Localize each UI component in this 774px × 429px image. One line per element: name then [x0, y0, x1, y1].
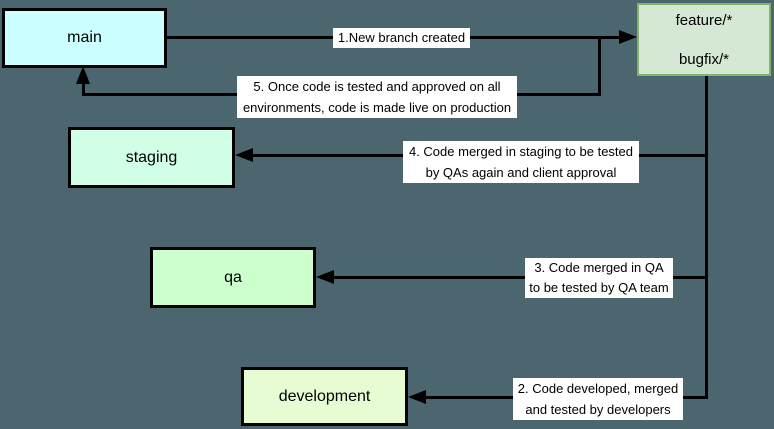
arrowhead-to-main-icon [76, 66, 90, 84]
node-feature-label-line2: bugfix/* [678, 51, 730, 68]
edge-label-staging-merge-line1: 4. Code merged in staging to be tested [408, 144, 634, 159]
node-development: development [241, 367, 408, 426]
node-development-label: development [278, 387, 371, 405]
arrowhead-to-qa-icon [316, 270, 334, 284]
edge-label-staging-merge-line2: by QAs again and client approval [425, 165, 617, 180]
arrowhead-to-feature-icon [619, 30, 637, 44]
edge-qa-merge-line [330, 276, 708, 279]
edge-label-qa-merge-line1: 3. Code merged in QA [534, 260, 664, 275]
edge-label-production: 5. Once code is tested and approved on a… [237, 76, 517, 118]
node-feature-label-line1: feature/* [675, 12, 733, 29]
node-main-label: main [67, 29, 102, 46]
edge-label-new-branch-text: 1.New branch created [337, 30, 466, 45]
edge-label-production-line1: 5. Once code is tested and approved on a… [253, 79, 501, 94]
edge-spine-line [705, 75, 708, 399]
edge-label-develop-line1: 2. Code developed, merged [517, 381, 679, 396]
edge-production-line-stub [82, 82, 85, 96]
node-staging: staging [68, 127, 235, 188]
edge-label-new-branch: 1.New branch created [333, 28, 470, 48]
edge-label-staging-merge: 4. Code merged in staging to be tested b… [403, 141, 639, 183]
node-main: main [2, 8, 167, 68]
edge-label-qa-merge: 3. Code merged in QA to be tested by QA … [525, 258, 673, 298]
edge-production-line-vertical [598, 36, 601, 96]
edge-label-production-line2: environments, code is made live on produ… [242, 100, 512, 115]
edge-label-develop: 2. Code developed, merged and tested by … [513, 378, 683, 420]
arrowhead-to-staging-icon [235, 148, 253, 162]
node-feature-bugfix: feature/* bugfix/* [637, 3, 771, 76]
node-qa: qa [150, 247, 316, 308]
edge-label-develop-line2: and tested by developers [525, 402, 671, 417]
node-staging-label: staging [125, 148, 178, 166]
node-qa-label: qa [224, 268, 242, 286]
edge-label-qa-merge-line2: to be tested by QA team [529, 280, 669, 295]
arrowhead-to-development-icon [408, 390, 426, 404]
